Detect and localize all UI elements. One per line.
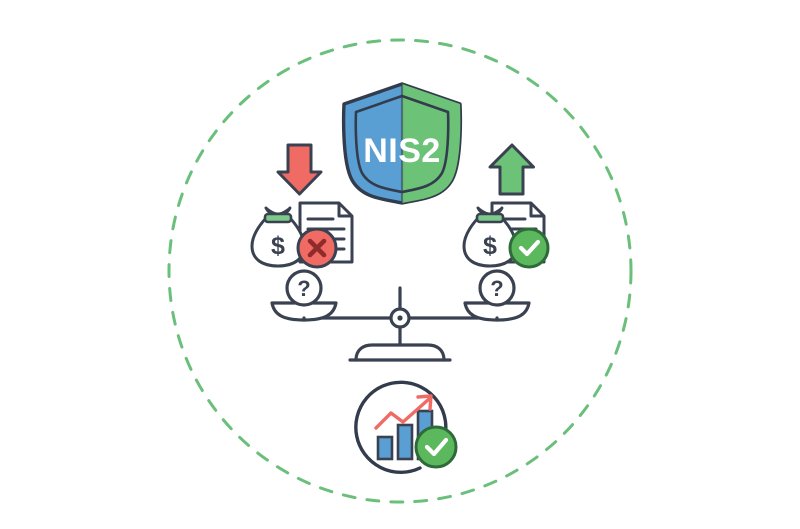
shield-label: NIS2	[363, 132, 441, 170]
check-icon	[518, 239, 541, 257]
right-group-compliance: $	[462, 143, 550, 269]
money-bag-left-tie	[263, 212, 293, 224]
money-bag-right	[462, 214, 518, 268]
money-bag-right-symbol: $	[483, 232, 497, 260]
question-mark-right: ?	[478, 269, 516, 307]
chart-bar-2	[396, 423, 414, 461]
chart-bar-1	[376, 435, 394, 461]
dashed-circle-frame	[167, 38, 633, 504]
left-group-noncompliance: $	[250, 143, 354, 269]
check-badge-circle	[508, 227, 550, 269]
money-bag-right-tie	[475, 212, 505, 224]
money-bag-left-symbol: $	[271, 232, 285, 260]
growth-chart-icon	[354, 380, 458, 474]
arrow-down-icon	[276, 143, 323, 196]
document-right-fold	[529, 203, 544, 218]
growth-check-badge-circle	[414, 425, 458, 469]
question-circle-left	[285, 269, 323, 307]
question-circle-right	[478, 269, 516, 307]
nis2-shield: NIS2	[341, 82, 463, 205]
scale-pivot-dot	[397, 315, 403, 321]
trend-arrow-icon	[374, 397, 431, 430]
question-mark-left-label: ?	[297, 276, 310, 301]
arrow-up-icon	[488, 143, 535, 196]
scale-base	[354, 343, 446, 362]
money-bag-left	[250, 214, 306, 268]
balance-scale	[270, 286, 531, 362]
growth-chart-circle	[354, 380, 448, 474]
question-mark-right-label: ?	[490, 276, 503, 301]
trend-arrow-head-icon	[416, 394, 433, 411]
question-mark-left: ?	[285, 269, 323, 307]
growth-check-icon	[424, 437, 449, 457]
cross-icon	[307, 238, 327, 258]
document-left-fold	[337, 203, 352, 218]
